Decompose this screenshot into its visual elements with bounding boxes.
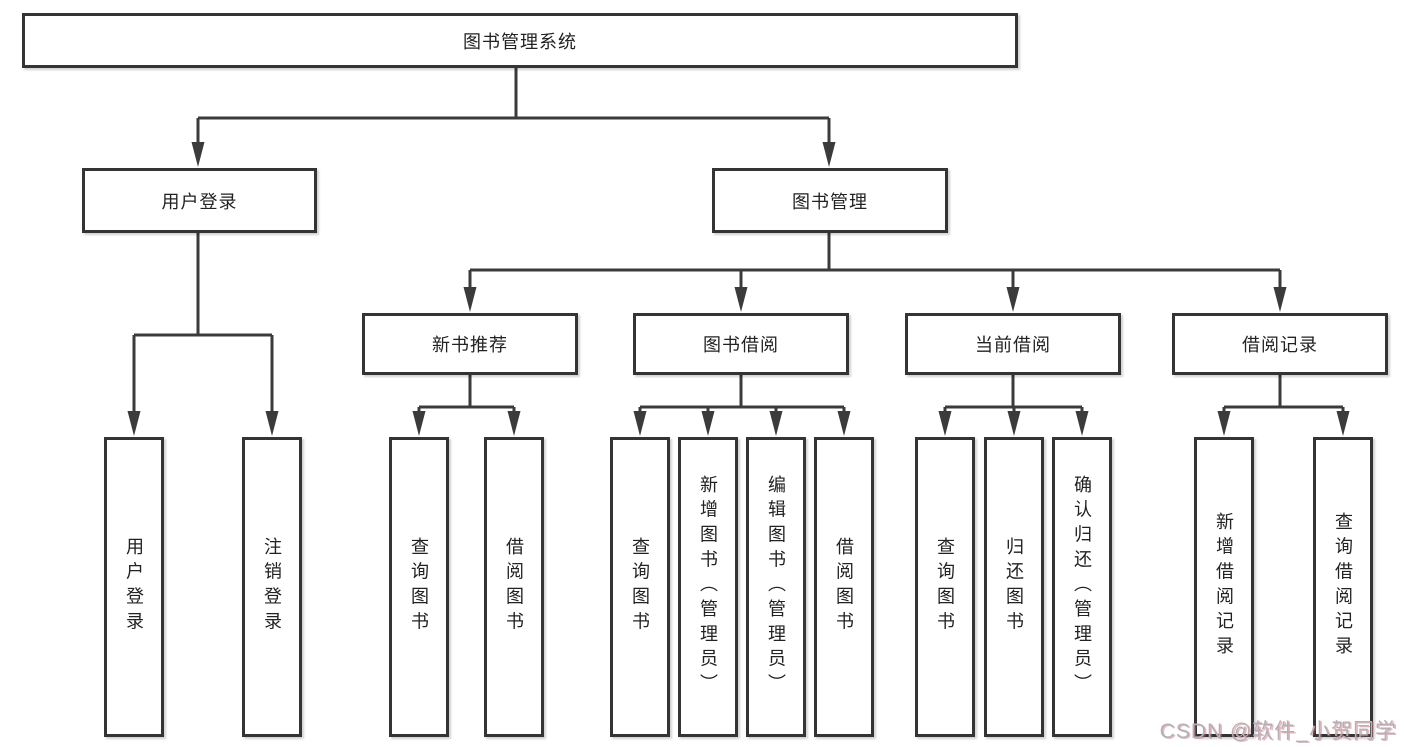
connector-book-borrow-children (638, 375, 846, 415)
arrowhead-leaf (127, 411, 141, 436)
leaf-return-book: 归还图书 (984, 437, 1044, 737)
node-label: 新书推荐 (432, 335, 508, 355)
leaf-query-books-borrow: 查询图书 (610, 437, 670, 737)
node-label: 注销登录 (262, 537, 282, 637)
connector-borrow-record-children (1222, 375, 1345, 415)
node-label: 查询图书 (935, 537, 955, 637)
node-label: 用户登录 (124, 537, 144, 637)
arrowhead-level3 (734, 287, 748, 312)
connector-book-management-children (468, 233, 1282, 291)
node-label: 归还图书 (1004, 537, 1024, 637)
arrowhead-leaf (769, 411, 783, 436)
arrowhead-leaf (412, 411, 426, 436)
arrowhead-leaf (837, 411, 851, 436)
leaf-add-borrow-record: 新增借阅记录 (1194, 437, 1254, 737)
node-label: 借阅图书 (504, 537, 524, 637)
arrowhead-leaf (1336, 411, 1350, 436)
leaf-user-login: 用户登录 (104, 437, 164, 737)
leaf-query-books-current: 查询图书 (915, 437, 975, 737)
node-label: 新增借阅记录 (1214, 512, 1234, 662)
leaf-query-borrow-record: 查询借阅记录 (1313, 437, 1373, 737)
node-label: 图书管理 (792, 191, 868, 212)
connector-current-borrow-children (943, 375, 1084, 415)
arrowhead-leaf (938, 411, 952, 436)
watermark: CSDN @软件_小贺同学 (1159, 720, 1397, 743)
node-label: 用户登录 (161, 191, 238, 212)
leaf-add-book-admin: 新增图书（管理员） (678, 437, 738, 737)
node-label: 图书管理系统 (463, 31, 577, 52)
node-label: 确认归还（管理员） (1072, 475, 1092, 699)
node-book-management: 图书管理 (712, 168, 948, 233)
arrowhead-leaf (1217, 411, 1231, 436)
node-label: 借阅图书 (834, 537, 854, 637)
node-label: 查询借阅记录 (1333, 512, 1353, 662)
arrowhead-level3 (463, 287, 477, 312)
leaf-logout: 注销登录 (242, 437, 302, 737)
arrowhead-leaf (1075, 411, 1089, 436)
node-new-book-recommend: 新书推荐 (362, 313, 578, 375)
node-book-borrow: 图书借阅 (633, 313, 849, 375)
connector-user-login-children (132, 233, 274, 415)
arrowhead-book-management (822, 142, 836, 167)
connector-new-book-children (417, 375, 516, 415)
node-user-login: 用户登录 (82, 168, 317, 233)
arrowhead-level3 (1273, 287, 1287, 312)
leaf-confirm-return-admin: 确认归还（管理员） (1052, 437, 1112, 737)
arrowhead-leaf (265, 411, 279, 436)
node-label: 图书借阅 (703, 335, 779, 355)
arrowhead-leaf (701, 411, 715, 436)
node-label: 借阅记录 (1242, 335, 1318, 355)
leaf-edit-book-admin: 编辑图书（管理员） (746, 437, 806, 737)
node-current-borrow: 当前借阅 (905, 313, 1121, 375)
leaf-query-books-recommend: 查询图书 (389, 437, 449, 737)
node-label: 查询图书 (630, 537, 650, 637)
arrowhead-leaf (1007, 411, 1021, 436)
connector-root-to-level2 (196, 68, 831, 146)
node-label: 编辑图书（管理员） (766, 475, 786, 699)
arrowhead-leaf (633, 411, 647, 436)
node-label: 查询图书 (409, 537, 429, 637)
arrowhead-leaf (507, 411, 521, 436)
arrowhead-user-login (191, 142, 205, 167)
node-label: 当前借阅 (975, 335, 1051, 355)
node-system-root: 图书管理系统 (22, 13, 1018, 68)
node-label: 新增图书（管理员） (698, 475, 718, 699)
leaf-borrow-books-recommend: 借阅图书 (484, 437, 544, 737)
leaf-borrow-books: 借阅图书 (814, 437, 874, 737)
arrowhead-level3 (1006, 287, 1020, 312)
node-borrow-records: 借阅记录 (1172, 313, 1388, 375)
